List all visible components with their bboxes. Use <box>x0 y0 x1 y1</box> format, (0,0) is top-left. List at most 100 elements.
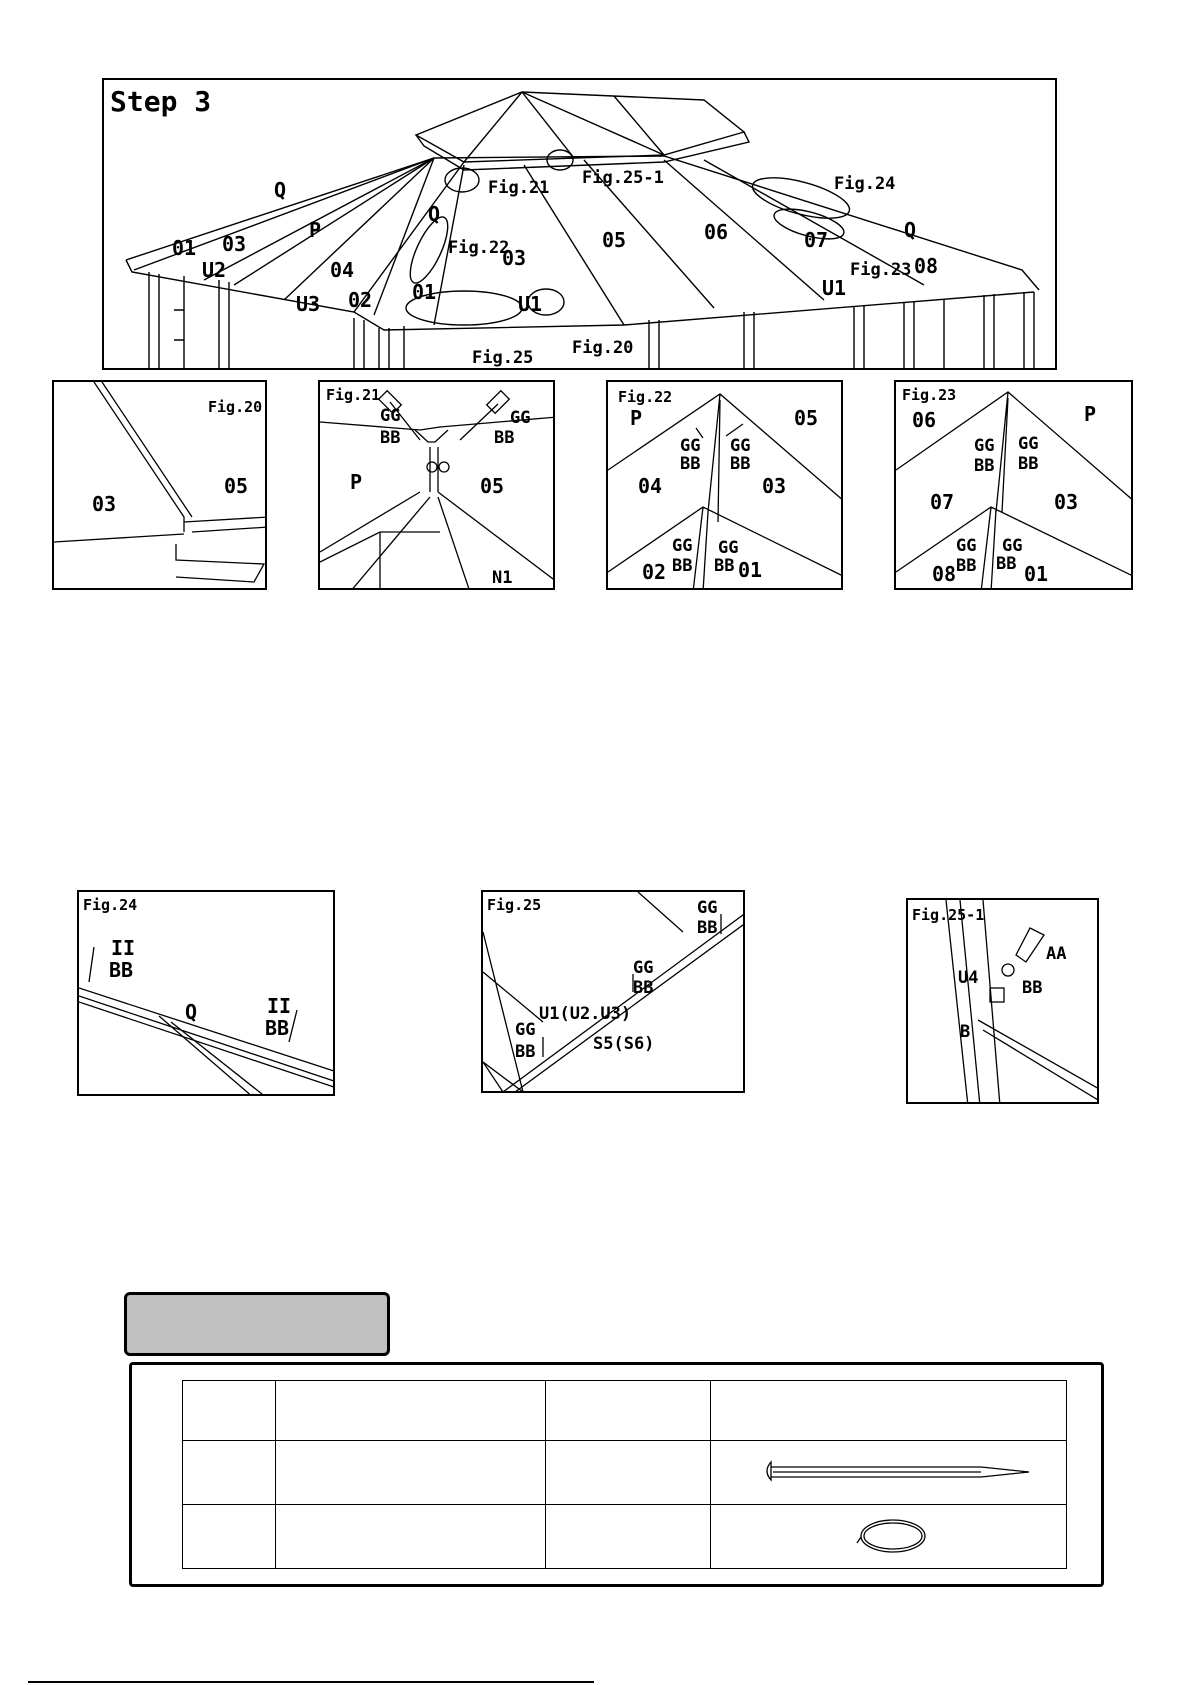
fig25-label-u1: U1(U2.U3) <box>539 1004 632 1024</box>
fig22-panel: Fig.22 P 05 GG BB GG BB 04 03 GG BB GG B… <box>606 380 843 590</box>
stake-icon <box>766 1460 1030 1482</box>
callout-fig24: Fig.24 <box>834 174 896 194</box>
fig25-gg-mid: GG <box>633 958 654 978</box>
fig22-bb3: BB <box>672 556 693 576</box>
fig21-label-05: 05 <box>480 474 505 498</box>
hardware-box <box>129 1362 1104 1587</box>
label-q-left: Q <box>274 178 287 202</box>
fig23-bb1: BB <box>974 456 995 476</box>
table-cell <box>182 1504 276 1569</box>
fig23-title: Fig.23 <box>902 386 957 404</box>
fig23-gg4: GG <box>1002 536 1023 556</box>
fig25-bb-bottom: BB <box>515 1042 536 1062</box>
fig23-label-08: 08 <box>932 562 957 586</box>
fig25-1-label-bb: BB <box>1022 978 1043 998</box>
fig25-label-s5: S5(S6) <box>593 1034 655 1054</box>
hardware-row <box>182 1440 1067 1505</box>
header-cell <box>545 1380 711 1441</box>
table-cell <box>274 1440 547 1505</box>
fig24-panel: Fig.24 II BB Q II BB <box>77 890 335 1096</box>
fig24-title: Fig.24 <box>83 896 138 914</box>
fig25-1-label-u4: U4 <box>958 968 979 988</box>
fig23-bb4: BB <box>996 554 1017 574</box>
step3-main-figure: Step 3 Q Q Q P 01 03 U2 04 U3 02 01 03 0… <box>102 78 1057 370</box>
fig21-bb-right: BB <box>494 428 515 448</box>
table-cell <box>182 1440 276 1505</box>
label-07: 07 <box>804 228 829 252</box>
header-cell <box>710 1380 1067 1441</box>
label-q-right: Q <box>904 218 917 242</box>
fig25-bb-top: BB <box>697 918 718 938</box>
hardware-table <box>182 1380 1067 1569</box>
fig21-label-n1: N1 <box>492 568 513 588</box>
label-q-mid: Q <box>428 202 441 226</box>
label-04: 04 <box>330 258 355 282</box>
label-06: 06 <box>704 220 729 244</box>
fig22-label-p: P <box>630 406 643 430</box>
fig23-drawing <box>896 391 1131 588</box>
callout-fig25: Fig.25 <box>472 348 534 368</box>
callout-fig20: Fig.20 <box>572 338 634 358</box>
fig24-drawing <box>79 946 333 1094</box>
fig23-panel: Fig.23 06 P GG BB GG BB 07 03 GG BB GG B… <box>894 380 1133 590</box>
fig23-label-07: 07 <box>930 490 955 514</box>
label-01-left: 01 <box>172 236 197 260</box>
table-cell <box>274 1504 547 1569</box>
fig22-title: Fig.22 <box>618 388 673 406</box>
fig25-1-drawing <box>945 900 1097 1102</box>
callout-fig23: Fig.23 <box>850 260 912 280</box>
fig25-title: Fig.25 <box>487 896 542 914</box>
table-cell <box>710 1440 1067 1505</box>
fig21-drawing <box>320 389 553 588</box>
fig21-title: Fig.21 <box>326 386 381 404</box>
hardware-header-row <box>182 1380 1067 1441</box>
fig20-label-05: 05 <box>224 474 249 498</box>
label-03-mid: 03 <box>502 246 527 270</box>
table-cell <box>545 1440 711 1505</box>
fig22-drawing <box>608 393 841 588</box>
fig25-panel: Fig.25 GG BB GG BB U1(U2.U3) GG BB S5(S6… <box>481 890 745 1093</box>
fig24-ii-right: II <box>267 994 292 1018</box>
fig21-bb-left: BB <box>380 428 401 448</box>
fig21-label-p: P <box>350 470 363 494</box>
hardware-section-title <box>124 1292 390 1356</box>
callout-fig21: Fig.21 <box>488 178 550 198</box>
fig21-gg-right: GG <box>510 408 531 428</box>
fig23-bb2: BB <box>1018 454 1039 474</box>
fig22-gg4: GG <box>718 538 739 558</box>
fig21-panel: Fig.21 GG BB GG BB P 05 N1 <box>318 380 555 590</box>
fig25-drawing <box>483 892 743 1091</box>
fig25-bb-mid: BB <box>633 978 654 998</box>
header-cell <box>274 1380 547 1441</box>
fig22-gg3: GG <box>672 536 693 556</box>
fig20-title: Fig.20 <box>208 398 263 416</box>
fig22-label-01: 01 <box>738 558 763 582</box>
hardware-row <box>182 1504 1067 1569</box>
fig23-gg3: GG <box>956 536 977 556</box>
ring-icon <box>856 1519 926 1553</box>
fig22-gg2: GG <box>730 436 751 456</box>
label-02: 02 <box>348 288 373 312</box>
fig23-gg2: GG <box>1018 434 1039 454</box>
fig25-1-title: Fig.25-1 <box>912 906 985 924</box>
fig22-bb1: BB <box>680 454 701 474</box>
fig23-label-03: 03 <box>1054 490 1079 514</box>
label-u1-right: U1 <box>822 276 847 300</box>
fig24-ii-left: II <box>111 936 136 960</box>
label-05: 05 <box>602 228 627 252</box>
fig22-label-05: 05 <box>794 406 819 430</box>
fig22-bb4: BB <box>714 556 735 576</box>
fig24-label-q: Q <box>185 1000 198 1024</box>
fig25-gg-top: GG <box>697 898 718 918</box>
callout-fig22: Fig.22 <box>448 238 510 258</box>
fig24-bb-left: BB <box>109 958 134 982</box>
fig20-label-03: 03 <box>92 492 117 516</box>
fig23-gg1: GG <box>974 436 995 456</box>
fig23-label-01: 01 <box>1024 562 1049 586</box>
label-u1-mid: U1 <box>518 292 543 316</box>
fig22-bb2: BB <box>730 454 751 474</box>
fig23-bb3: BB <box>956 556 977 576</box>
fig22-label-02: 02 <box>642 560 667 584</box>
callout-fig25-1: Fig.25-1 <box>582 168 664 188</box>
step-title: Step 3 <box>110 85 212 118</box>
